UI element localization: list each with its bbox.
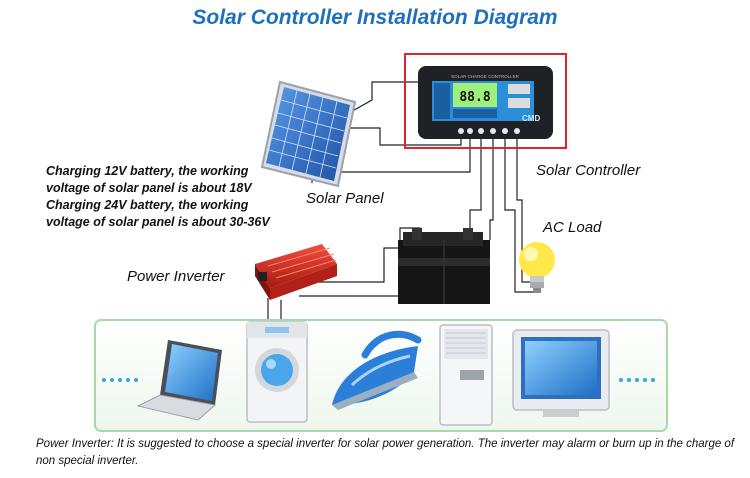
wire-panel-controller-a [344,127,462,146]
iron-icon [332,330,422,410]
laptop-icon [136,340,222,421]
voltage-note: Charging 12V battery, the working voltag… [46,163,306,231]
solar-controller-icon: SOLAR CHARGE CONTROLLER 88.8 CMD [404,53,567,149]
label-ac-load: AC Load [543,219,602,236]
voltage-note-line: voltage of solar panel is about 30-36V [46,215,270,229]
diagram-title: Solar Controller Installation Diagram [192,6,558,29]
voltage-note-line: Charging 12V battery, the working [46,164,249,178]
wire-battery-inverter-a [299,247,403,283]
label-power-inverter: Power Inverter [127,268,225,285]
voltage-note-line: voltage of solar panel is about 18V [46,181,252,195]
label-solar-panel: Solar Panel [306,190,384,207]
ac-load-bulb-icon [519,242,555,293]
controller-display: 88.8 [459,90,490,105]
controller-face-text: SOLAR CHARGE CONTROLLER [451,74,520,79]
wire-controller-battery-b [489,138,494,240]
television-icon [512,329,610,417]
svg-text:CMD: CMD [522,114,540,123]
footer-note: Power Inverter: It is suggested to choos… [36,438,735,467]
wire-panel-controller-top [339,81,425,119]
air-conditioner-icon [439,324,493,426]
battery-icon [398,228,490,304]
voltage-note-line: Charging 24V battery, the working [46,198,249,212]
solar-panel-icon [260,80,357,188]
power-inverter-icon [255,244,337,300]
label-solar-controller: Solar Controller [536,162,641,179]
wire-controller-load-b [516,138,533,283]
dots-right [619,378,655,382]
washing-machine-icon [246,321,308,423]
wire-controller-load-a [504,138,533,293]
wire-controller-battery-a [469,138,482,232]
dots-left [102,378,138,382]
